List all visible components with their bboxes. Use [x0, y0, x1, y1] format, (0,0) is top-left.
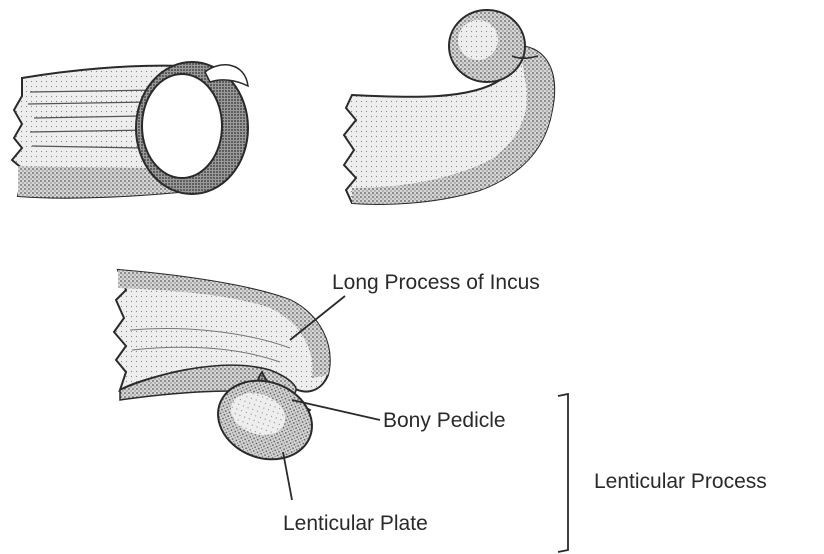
lenticular-process-bracket [558, 394, 568, 552]
label-bony-pedicle: Bony Pedicle [383, 410, 506, 431]
figure-3-lenticular-process [114, 270, 330, 472]
label-long-process-of-incus: Long Process of Incus [332, 272, 540, 293]
figure-1-truncated-process [12, 62, 248, 198]
figure-2-curved-process [344, 10, 554, 204]
leader-lenticular-plate [283, 452, 292, 500]
label-lenticular-process: Lenticular Process [594, 471, 767, 492]
label-lenticular-plate: Lenticular Plate [283, 513, 428, 534]
